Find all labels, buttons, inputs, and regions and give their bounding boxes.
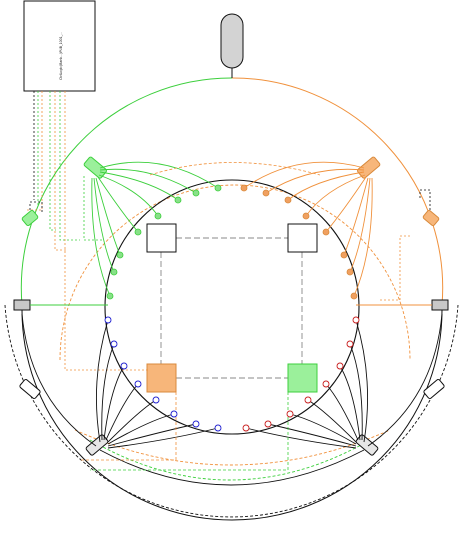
orange-fan-wires bbox=[243, 161, 373, 297]
right-side-sensor bbox=[431, 299, 449, 311]
blue-pins bbox=[104, 316, 222, 432]
node-bottom-right bbox=[287, 363, 318, 393]
black-fan-wires-left bbox=[95, 319, 219, 449]
left-green-block bbox=[21, 209, 39, 227]
inner-ring-green-dashed bbox=[89, 439, 371, 481]
node-top-right bbox=[287, 223, 318, 253]
orange-corner-block bbox=[357, 156, 381, 179]
left-side-sensor bbox=[13, 299, 31, 311]
label-box-text: CtrlLogic(Bank...)PUB_1001_... bbox=[59, 32, 63, 80]
right-outline-block bbox=[423, 379, 445, 399]
outer-ring-orange bbox=[231, 77, 444, 306]
top-device-capsule bbox=[220, 13, 244, 69]
central-ring bbox=[104, 179, 360, 435]
right-orange-dashed-route bbox=[380, 235, 410, 301]
node-bottom-left bbox=[146, 363, 177, 393]
green-corner-block bbox=[83, 156, 107, 179]
inner-ring-orange-dashed bbox=[59, 184, 411, 361]
inner-grid bbox=[160, 237, 303, 379]
inner-ring-orange-dashed-low bbox=[74, 429, 391, 466]
right-orange-block-bracket bbox=[419, 189, 431, 210]
green-fan-wires bbox=[91, 161, 219, 297]
label-box-wires bbox=[26, 91, 150, 371]
right-orange-block bbox=[422, 209, 440, 227]
orange-pins bbox=[240, 184, 358, 300]
green-dashed-drop bbox=[83, 176, 104, 241]
left-green-block-bracket bbox=[29, 201, 43, 214]
outer-ring-black bbox=[21, 309, 443, 521]
black-long-wires bbox=[21, 313, 443, 486]
node-top-left bbox=[146, 223, 177, 253]
green-pins bbox=[106, 184, 222, 300]
label-box bbox=[23, 0, 96, 92]
outer-ring-green bbox=[20, 77, 233, 306]
red-pins bbox=[242, 316, 360, 432]
left-outline-block bbox=[19, 379, 41, 399]
orange-dashed-top-link bbox=[149, 162, 321, 176]
outer-ring-black-dashed bbox=[4, 304, 459, 518]
black-fan-wires-right bbox=[245, 319, 369, 449]
